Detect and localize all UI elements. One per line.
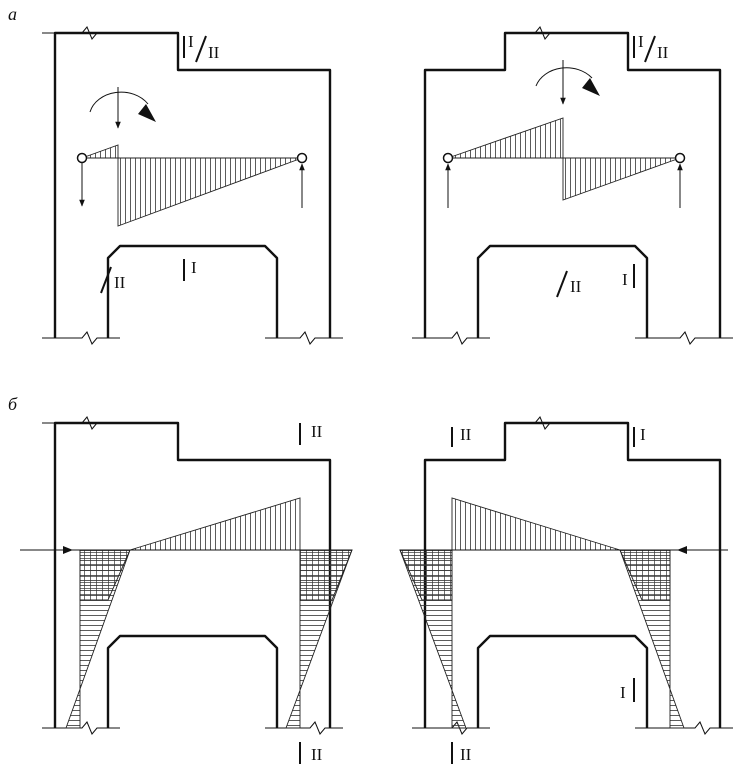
section-label: I — [622, 270, 628, 289]
section-label: I — [191, 258, 197, 277]
moment-diagram-top-left — [76, 87, 308, 227]
section-marks-top-right: I II II I — [556, 32, 669, 298]
section-label: II — [460, 425, 472, 444]
section-label: II — [114, 273, 126, 292]
section-marks-top-left: I II II I — [100, 32, 220, 294]
force-diagram-bottom-left — [20, 497, 353, 729]
section-label: II — [311, 745, 323, 764]
moment-diagram-top-right — [442, 60, 686, 208]
section-label: II — [657, 43, 669, 62]
frame-bottom-right — [412, 416, 733, 735]
section-marks-bottom-right: II I I II — [451, 425, 646, 764]
section-label: II — [460, 745, 472, 764]
section-label: II — [208, 43, 220, 62]
section-marks-bottom-left: II II — [299, 422, 323, 764]
section-label: I — [640, 425, 646, 444]
frame-top-right — [412, 26, 733, 345]
panel-label-b: б — [8, 394, 18, 414]
section-label: I — [638, 32, 644, 51]
panel-label-a: а — [8, 4, 17, 24]
section-label: II — [570, 277, 582, 296]
force-diagram-bottom-right — [399, 497, 728, 729]
section-label: I — [188, 32, 194, 51]
frame-top-left — [42, 26, 343, 345]
section-label: II — [311, 422, 323, 441]
section-label: I — [620, 683, 626, 702]
